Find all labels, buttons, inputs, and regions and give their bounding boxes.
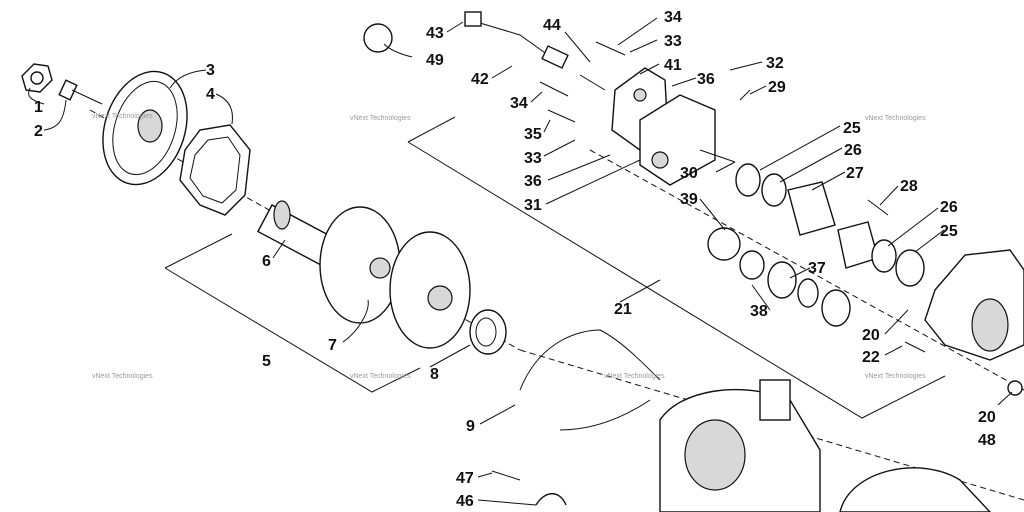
nut-part <box>21 63 53 93</box>
callout-47: 47 <box>456 470 474 487</box>
watermarks: vNext Technologies vNext Technologies vN… <box>92 113 926 380</box>
bracket-line-21b <box>407 141 946 419</box>
bracket-line-21 <box>407 116 456 143</box>
gasket-part <box>179 124 251 216</box>
callout-4: 4 <box>206 86 215 103</box>
callout-22: 22 <box>862 349 880 366</box>
sensor-connector-part <box>464 11 482 27</box>
sensor-wire-part <box>469 19 549 56</box>
axis-line-right <box>589 149 1024 391</box>
watermark-5: vNext Technologies <box>350 373 411 380</box>
callout-7: 7 <box>328 337 337 354</box>
callout-34b: 34 <box>510 95 528 112</box>
bracket-line-5 <box>164 233 233 269</box>
callout-41: 41 <box>664 57 682 74</box>
seal-part-2 <box>821 289 851 327</box>
chaincase-housing-part <box>659 379 821 512</box>
callout-36b: 36 <box>524 173 542 190</box>
callout-9: 9 <box>466 418 475 435</box>
callout-20a: 20 <box>862 327 880 344</box>
bolt-part-22 <box>904 341 926 353</box>
bracket-line-5b <box>164 267 421 393</box>
callout-37: 37 <box>808 260 826 277</box>
o-ring-part <box>761 173 787 207</box>
callout-25a: 25 <box>843 120 861 137</box>
bolt-part-top <box>579 74 606 91</box>
bearing-part-3 <box>797 278 819 308</box>
callout-6: 6 <box>262 253 271 270</box>
bearing-part-2 <box>739 250 765 280</box>
callout-34a: 34 <box>664 9 682 26</box>
callout-3: 3 <box>206 62 215 79</box>
seal-part <box>767 261 797 299</box>
bolt-part-top-3 <box>539 81 569 97</box>
callout-33a: 33 <box>664 33 682 50</box>
retaining-ring-part <box>707 227 741 261</box>
watermark-7: vNext Technologies <box>865 373 926 380</box>
callout-28: 28 <box>900 178 918 195</box>
callout-labels: 1 2 3 4 5 6 7 8 9 20 20 21 22 25 25 26 2… <box>34 9 996 510</box>
sheave-disc-part <box>102 70 188 186</box>
pin-part <box>699 149 736 163</box>
callout-30: 30 <box>680 165 698 182</box>
callout-42: 42 <box>471 71 489 88</box>
callout-48: 48 <box>978 432 996 449</box>
watermark-1: vNext Technologies <box>92 113 153 120</box>
callout-5: 5 <box>262 353 271 370</box>
callout-21: 21 <box>614 301 632 318</box>
watermark-6: vNext Technologies <box>604 373 665 380</box>
sensor-part <box>541 45 569 69</box>
o-ring-part-2 <box>871 239 897 273</box>
bearing-part <box>469 309 507 355</box>
callout-44: 44 <box>543 17 561 34</box>
callout-39: 39 <box>680 191 698 208</box>
callout-31: 31 <box>524 197 542 214</box>
spring-part <box>867 199 889 216</box>
watermark-4: vNext Technologies <box>92 373 153 380</box>
washer-part <box>1007 380 1023 396</box>
watermark-3: vNext Technologies <box>865 115 926 122</box>
callout-29: 29 <box>768 79 786 96</box>
callout-36a: 36 <box>697 71 715 88</box>
leader-lines <box>28 17 1013 506</box>
caliper-part <box>639 94 716 186</box>
callout-25b: 25 <box>940 223 958 240</box>
bearing-housing-part <box>924 249 1024 361</box>
callout-46: 46 <box>456 493 474 510</box>
brake-line-part <box>519 329 661 431</box>
callout-35: 35 <box>524 126 542 143</box>
callout-1: 1 <box>34 99 43 116</box>
watermark-2: vNext Technologies <box>350 115 411 122</box>
snap-ring-part <box>363 23 393 53</box>
bolt-part-top-4 <box>547 109 576 123</box>
callout-32: 32 <box>766 55 784 72</box>
callout-33b: 33 <box>524 150 542 167</box>
bolt-part-top-2 <box>595 41 626 56</box>
callout-26b: 26 <box>940 199 958 216</box>
callout-8: 8 <box>430 366 439 383</box>
callout-38: 38 <box>750 303 768 320</box>
brake-pad-part <box>787 181 879 269</box>
bushing-part <box>735 163 761 197</box>
bushing-part-2 <box>895 249 925 287</box>
callout-2: 2 <box>34 123 43 140</box>
callout-43: 43 <box>426 25 444 42</box>
rotor-part <box>839 467 991 512</box>
clip-part-46 <box>535 493 567 506</box>
drive-sprocket-part <box>319 206 471 349</box>
bolt-part-47 <box>491 470 521 481</box>
callout-27: 27 <box>846 165 864 182</box>
callout-49: 49 <box>426 52 444 69</box>
screw-part-29 <box>739 89 751 101</box>
bolt-part <box>58 79 103 105</box>
callout-20b: 20 <box>978 409 996 426</box>
callout-26a: 26 <box>844 142 862 159</box>
